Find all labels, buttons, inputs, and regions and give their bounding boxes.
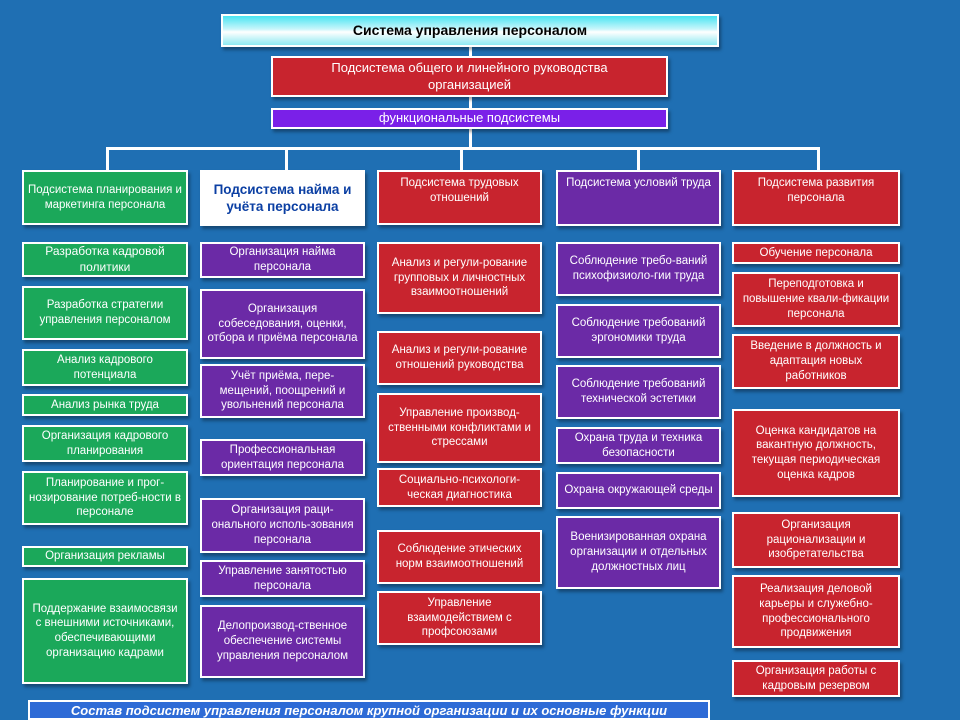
list-item: Поддержание взаимосвязи с внешними источ…: [22, 578, 188, 684]
list-item: Анализ кадрового потенциала: [22, 349, 188, 386]
list-item: Управление производ-ственными конфликтам…: [377, 393, 542, 463]
list-item: Введение в должность и адаптация новых р…: [732, 334, 900, 389]
list-item: Управление занятостью персонала: [200, 560, 365, 597]
list-item: Реализация деловой карьеры и служебно-пр…: [732, 575, 900, 648]
list-item: Организация рационализации и изобретател…: [732, 512, 900, 568]
list-item: Разработка стратегии управления персонал…: [22, 286, 188, 340]
column-header-hiring: Подсистема найма и учёта персонала: [200, 170, 365, 226]
connector-line: [817, 147, 820, 172]
general-subsystem-box: Подсистема общего и линейного руководств…: [271, 56, 668, 97]
list-item: Делопроизвод-ственное обеспечение систем…: [200, 605, 365, 678]
list-item: Охрана окружающей среды: [556, 472, 721, 509]
column-header-planning: Подсистема планирования и маркетинга пер…: [22, 170, 188, 225]
list-item: Охрана труда и техника безопасности: [556, 427, 721, 464]
column-header-working-conditions: Подсистема условий труда: [556, 170, 721, 226]
list-item: Обучение персонала: [732, 242, 900, 264]
connector-line: [106, 147, 109, 172]
diagram-title: Система управления персоналом: [221, 14, 719, 47]
functional-subsystems-box: функциональные подсистемы: [271, 108, 668, 129]
diagram-caption: Состав подсистем управления персоналом к…: [28, 700, 710, 720]
list-item: Военизированная охрана организации и отд…: [556, 516, 721, 589]
list-item: Организация работы с кадровым резервом: [732, 660, 900, 697]
list-item: Профессиональная ориентация персонала: [200, 439, 365, 476]
list-item: Планирование и прог-нозирование потреб-н…: [22, 471, 188, 525]
connector-line: [460, 147, 463, 172]
list-item: Соблюдение требований технической эстети…: [556, 365, 721, 419]
connector-line: [469, 96, 472, 109]
connector-bus: [106, 147, 820, 150]
connector-line: [469, 45, 472, 57]
list-item: Социально-психологи-ческая диагностика: [377, 468, 542, 507]
column-header-labor-relations: Подсистема трудовых отношений: [377, 170, 542, 225]
connector-line: [285, 147, 288, 172]
list-item: Оценка кандидатов на вакантную должность…: [732, 409, 900, 497]
list-item: Соблюдение требо-ваний психофизиоло-гии …: [556, 242, 721, 296]
list-item: Организация кадрового планирования: [22, 425, 188, 462]
connector-line: [469, 128, 472, 148]
list-item: Разработка кадровой политики: [22, 242, 188, 277]
column-header-development: Подсистема развития персонала: [732, 170, 900, 226]
list-item: Анализ и регули-рование групповых и личн…: [377, 242, 542, 314]
list-item: Организация рекламы: [22, 546, 188, 567]
list-item: Соблюдение требований эргономики труда: [556, 304, 721, 358]
list-item: Анализ и регули-рование отношений руково…: [377, 331, 542, 385]
list-item: Организация найма персонала: [200, 242, 365, 278]
list-item: Соблюдение этических норм взаимоотношени…: [377, 530, 542, 584]
list-item: Учёт приёма, пере-мещений, поощрений и у…: [200, 364, 365, 418]
list-item: Управление взаимодействием с профсоюзами: [377, 591, 542, 645]
list-item: Переподготовка и повышение квали-фикации…: [732, 272, 900, 327]
list-item: Анализ рынка труда: [22, 394, 188, 416]
connector-line: [637, 147, 640, 172]
list-item: Организация раци-онального исполь-зовани…: [200, 498, 365, 553]
list-item: Организация собеседования, оценки, отбор…: [200, 289, 365, 359]
